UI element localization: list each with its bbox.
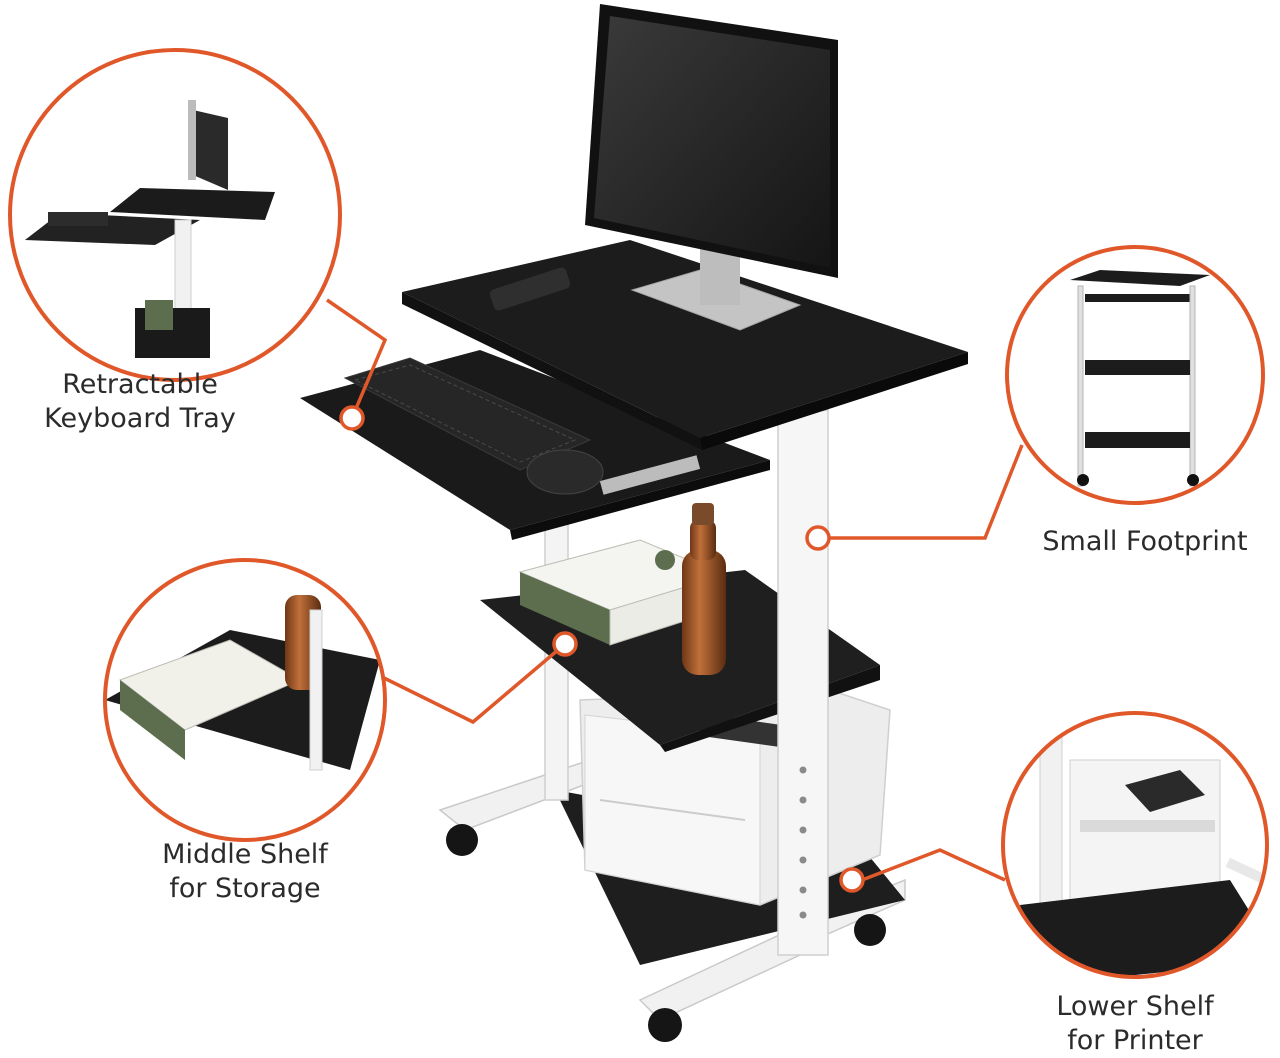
leg-holes xyxy=(799,766,807,919)
main-desk-cart xyxy=(300,4,968,1021)
zoom-circle-lower-shelf xyxy=(1001,711,1269,979)
callout-line: Retractable xyxy=(62,369,218,400)
callout-label-middle-shelf: Middle Shelf for Storage xyxy=(125,838,365,906)
callout-leader-lines xyxy=(326,298,1024,882)
callout-line: Lower Shelf xyxy=(1056,991,1214,1022)
callout-anchor-dots xyxy=(339,405,865,893)
water-bottle xyxy=(682,503,726,675)
callout-label-keyboard-tray: Retractable Keyboard Tray xyxy=(20,368,260,436)
zoom-circle-middle-shelf xyxy=(103,558,387,842)
callout-label-small-footprint: Small Footprint xyxy=(1025,525,1265,559)
zoom-circle-keyboard-tray xyxy=(8,48,342,382)
smartphone xyxy=(489,267,571,311)
callout-line: Keyboard Tray xyxy=(44,403,236,434)
callout-label-lower-shelf: Lower Shelf for Printer xyxy=(1015,990,1255,1058)
right-leg xyxy=(777,409,829,956)
zoom-circle-small-footprint xyxy=(1005,245,1265,505)
callout-line: for Printer xyxy=(1067,1025,1203,1056)
callout-line: Middle Shelf xyxy=(162,839,328,870)
monitor xyxy=(585,4,838,331)
mouse xyxy=(526,449,604,495)
callout-line: for Storage xyxy=(169,873,321,904)
keyboard xyxy=(343,357,592,471)
callout-line: Small Footprint xyxy=(1042,526,1248,557)
